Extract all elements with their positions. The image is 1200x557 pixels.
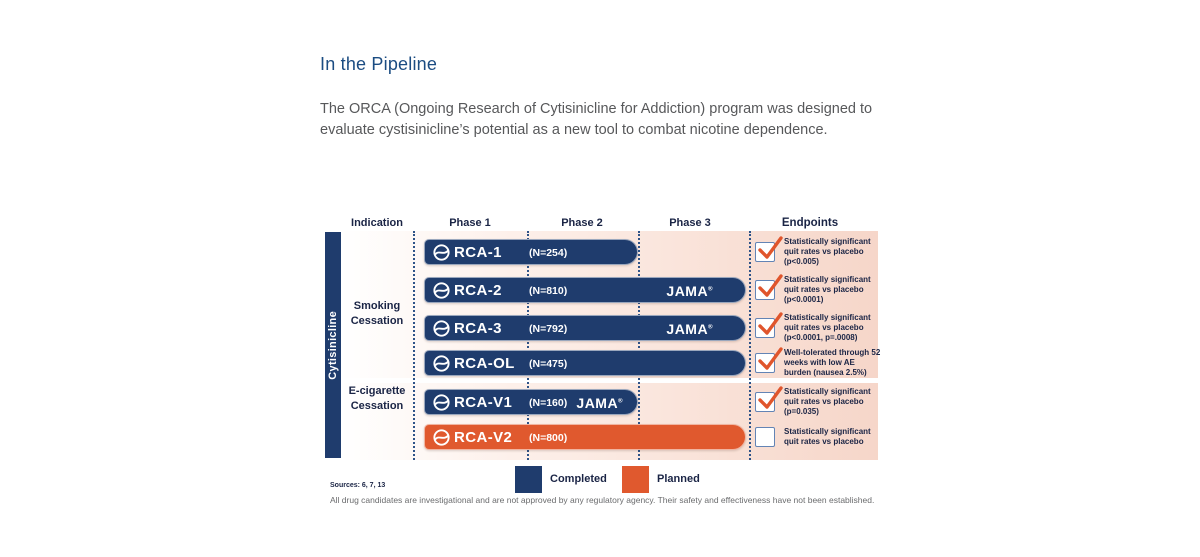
- orca-logo-icon: [433, 320, 450, 337]
- trial-row-orca-v2: RCA-V2 (N=800) Statistically significant…: [424, 424, 878, 450]
- column-header-phase2: Phase 2: [561, 217, 603, 229]
- legend-planned-swatch: [622, 466, 649, 493]
- disclaimer-text: All drug candidates are investigational …: [330, 495, 875, 505]
- trial-name: RCA-V1: [454, 394, 513, 411]
- jama-logo: JAMA®: [666, 321, 713, 337]
- column-divider-4: [749, 231, 751, 460]
- trial-name: RCA-OL: [454, 355, 515, 372]
- endpoint-text: Statistically significant quit rates vs …: [784, 387, 871, 416]
- trial-bar-orca-3: RCA-3 (N=792) JAMA®: [424, 315, 746, 341]
- orca-logo-icon: [433, 394, 450, 411]
- trial-name: RCA-3: [454, 320, 502, 337]
- endpoint-orca-v2: Statistically significant quit rates vs …: [755, 424, 884, 450]
- trial-name: RCA-1: [454, 244, 502, 261]
- checked-checkbox-icon: [755, 347, 783, 373]
- checked-checkbox-icon: [755, 386, 783, 412]
- trial-n-count: (N=475): [529, 358, 568, 370]
- column-divider-1: [413, 231, 415, 460]
- trial-row-orca-1: RCA-1 (N=254) Statistically significant …: [424, 236, 878, 266]
- jama-logo: JAMA®: [666, 283, 713, 299]
- trial-bar-orca-1: RCA-1 (N=254): [424, 239, 638, 265]
- intro-paragraph: The ORCA (Ongoing Research of Cytisinicl…: [320, 101, 873, 138]
- trial-bar-orca-2: RCA-2 (N=810) JAMA®: [424, 277, 746, 303]
- column-header-phase1: Phase 1: [449, 217, 491, 229]
- orca-logo-icon: [433, 429, 450, 446]
- endpoint-orca-ol: Well-tolerated through 52 weeks with low…: [755, 347, 884, 377]
- column-header-indication: Indication: [351, 217, 403, 229]
- endpoint-text: Statistically significant quit rates vs …: [784, 313, 871, 342]
- indication-smoking-cessation: Smoking Cessation: [350, 300, 404, 327]
- trial-n-count: (N=160): [529, 397, 568, 409]
- orca-logo-icon: [433, 355, 450, 372]
- checked-checkbox-icon: [755, 236, 783, 262]
- endpoint-orca-3: Statistically significant quit rates vs …: [755, 312, 884, 342]
- sources-note: Sources: 6, 7, 13: [330, 482, 386, 489]
- jama-logo: JAMA®: [576, 395, 623, 411]
- endpoint-orca-2: Statistically significant quit rates vs …: [755, 274, 884, 304]
- trial-name: RCA-V2: [454, 429, 513, 446]
- drug-name-label: Cytisinicline: [327, 310, 339, 380]
- trial-bar-orca-v2: RCA-V2 (N=800): [424, 424, 746, 450]
- column-header-phase3: Phase 3: [669, 217, 711, 229]
- orca-logo-icon: [433, 282, 450, 299]
- trial-bar-orca-v1: RCA-V1 (N=160) JAMA®: [424, 389, 638, 415]
- unchecked-checkbox-icon: [755, 427, 775, 447]
- indication-group-separator: [341, 378, 878, 383]
- page-title: In the Pipeline: [320, 54, 438, 74]
- trial-n-count: (N=800): [529, 432, 568, 444]
- checked-checkbox-icon: [755, 312, 783, 338]
- endpoint-orca-v1: Statistically significant quit rates vs …: [755, 386, 884, 416]
- trial-row-orca-2: RCA-2 (N=810) JAMA® Statistically signif…: [424, 274, 878, 304]
- indication-ecigarette-cessation: E-cigarette Cessation: [348, 385, 406, 412]
- endpoint-text: Well-tolerated through 52 weeks with low…: [784, 348, 881, 377]
- endpoint-orca-1: Statistically significant quit rates vs …: [755, 236, 884, 266]
- endpoint-text: Statistically significant quit rates vs …: [784, 275, 871, 304]
- legend-planned-label: Planned: [657, 473, 700, 485]
- endpoint-text: Statistically significant quit rates vs …: [784, 237, 871, 266]
- legend-completed-swatch: [515, 466, 542, 493]
- column-divider-2: [527, 231, 529, 460]
- orca-logo-icon: [433, 244, 450, 261]
- diagram-background: [341, 231, 878, 460]
- trial-name: RCA-2: [454, 282, 502, 299]
- column-header-endpoints: Endpoints: [781, 217, 839, 229]
- trial-bar-orca-ol: RCA-OL (N=475): [424, 350, 746, 376]
- endpoint-text: Statistically significant quit rates vs …: [784, 427, 871, 446]
- trial-row-orca-v1: RCA-V1 (N=160) JAMA® Statistically signi…: [424, 386, 878, 416]
- drug-name-bar: Cytisinicline: [325, 232, 341, 458]
- column-divider-3: [638, 231, 640, 460]
- trial-n-count: (N=792): [529, 323, 568, 335]
- trial-n-count: (N=254): [529, 247, 568, 259]
- checked-checkbox-icon: [755, 274, 783, 300]
- legend-completed-label: Completed: [550, 473, 607, 485]
- trial-row-orca-3: RCA-3 (N=792) JAMA® Statistically signif…: [424, 312, 878, 342]
- trial-row-orca-ol: RCA-OL (N=475) Well-tolerated through 52…: [424, 347, 880, 377]
- trial-n-count: (N=810): [529, 285, 568, 297]
